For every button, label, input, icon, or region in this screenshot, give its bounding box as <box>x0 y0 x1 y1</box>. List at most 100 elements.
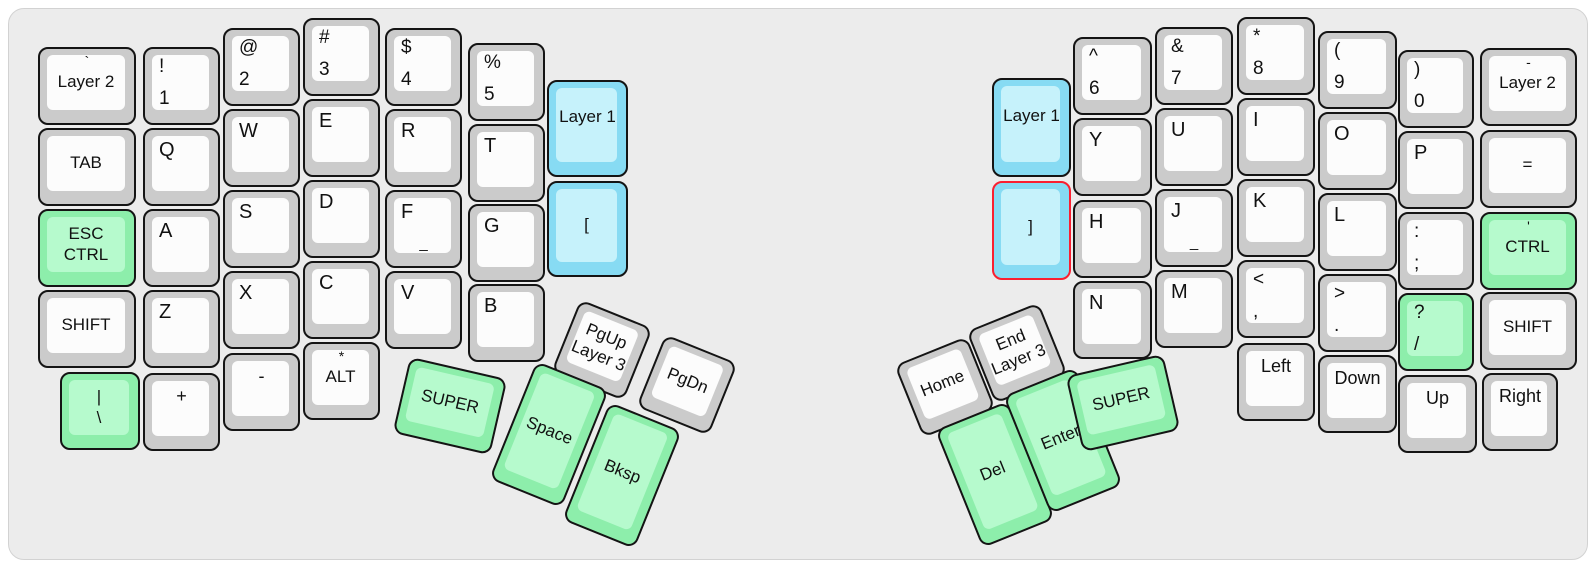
key-z[interactable]: Z <box>143 290 220 368</box>
key-period[interactable]: >. <box>1318 274 1397 352</box>
key-label-group: SHIFT <box>40 292 132 358</box>
key-label: Layer 1 <box>559 107 616 127</box>
key-7[interactable]: &7 <box>1155 27 1233 105</box>
key-e[interactable]: E <box>303 99 380 177</box>
key-i[interactable]: I <box>1237 98 1315 176</box>
key-rbracket[interactable]: ] <box>992 181 1071 280</box>
key-label: TAB <box>70 153 102 173</box>
key-arrow-down[interactable]: Down <box>1318 355 1397 433</box>
key-b[interactable]: B <box>468 284 545 362</box>
key-minus-layer2[interactable]: -Layer 2 <box>1480 48 1577 126</box>
key-j[interactable]: J_ <box>1155 189 1233 267</box>
key-label: $ <box>401 37 412 58</box>
key-tab[interactable]: TAB <box>38 128 136 206</box>
key-5[interactable]: %5 <box>468 43 545 121</box>
key-label: G <box>484 215 500 237</box>
key-1[interactable]: !1 <box>143 47 220 125</box>
key-u[interactable]: U <box>1155 108 1233 186</box>
key-label: : <box>1414 221 1420 242</box>
keycap-top <box>394 36 451 91</box>
key-label: , <box>1253 301 1259 323</box>
keycap-top <box>477 132 534 187</box>
key-label: Right <box>1498 386 1542 406</box>
key-layer1-right[interactable]: Layer 1 <box>992 78 1071 177</box>
keycap-top <box>1246 106 1304 161</box>
key-label: ^ <box>1089 46 1098 67</box>
key-f[interactable]: F_ <box>385 190 462 268</box>
key-4[interactable]: $4 <box>385 28 462 106</box>
key-8[interactable]: *8 <box>1237 17 1315 95</box>
key-c[interactable]: C <box>303 261 380 339</box>
key-lbracket[interactable]: [ <box>547 181 628 277</box>
key-g[interactable]: G <box>468 204 545 282</box>
keycap-top <box>1489 300 1566 355</box>
key-a[interactable]: A <box>143 209 220 287</box>
key-arrow-left[interactable]: Left <box>1237 343 1315 421</box>
key-comma[interactable]: <, <box>1237 260 1315 338</box>
key-label: - <box>258 366 265 386</box>
key-minus[interactable]: - <box>223 353 300 431</box>
key-shift-right[interactable]: SHIFT <box>1480 292 1577 370</box>
key-shift-left[interactable]: SHIFT <box>38 290 136 368</box>
key-equals[interactable]: = <box>1480 130 1577 208</box>
key-r[interactable]: R <box>385 109 462 187</box>
key-label-group: Layer 2 <box>40 49 132 115</box>
key-x[interactable]: X <box>223 271 300 349</box>
key-s[interactable]: S <box>223 190 300 268</box>
key-6[interactable]: ^6 <box>1073 37 1152 115</box>
key-label: ] <box>1028 216 1033 236</box>
key-label: SUPER <box>419 385 481 418</box>
key-n[interactable]: N <box>1073 281 1152 359</box>
key-q[interactable]: Q <box>143 128 220 206</box>
key-w[interactable]: W <box>223 109 300 187</box>
key-o[interactable]: O <box>1318 112 1397 190</box>
keycap-top <box>1407 220 1463 275</box>
key-0[interactable]: )0 <box>1398 50 1474 128</box>
keycap-top <box>394 117 451 172</box>
key-layer1-left[interactable]: Layer 1 <box>547 80 628 177</box>
key-label: N <box>1089 292 1104 314</box>
key-label: SHIFT <box>61 315 111 335</box>
key-9[interactable]: (9 <box>1318 31 1397 109</box>
key-label-group: ALT <box>305 344 376 410</box>
key-label: 6 <box>1089 78 1100 100</box>
key-t[interactable]: T <box>468 124 545 202</box>
key-label-group: = <box>1482 132 1573 198</box>
keycap-top <box>556 88 617 162</box>
key-l[interactable]: L <box>1318 193 1397 271</box>
keycap-top <box>1164 35 1222 90</box>
key-3[interactable]: #3 <box>303 18 380 96</box>
keycap-top <box>232 117 289 172</box>
key-label: J <box>1171 200 1181 222</box>
key-label: ` <box>84 53 90 69</box>
key-2[interactable]: @2 <box>223 28 300 106</box>
keycap-top <box>152 381 209 436</box>
key-semicolon[interactable]: :; <box>1398 212 1474 290</box>
keycap-top <box>152 298 209 353</box>
keycap-top <box>1489 138 1566 193</box>
key-quote-ctrl[interactable]: 'CTRL <box>1480 212 1577 290</box>
key-k[interactable]: K <box>1237 179 1315 257</box>
key-label: Layer 1 <box>1003 105 1060 125</box>
key-d[interactable]: D <box>303 180 380 258</box>
key-label: R <box>401 120 416 142</box>
key-star-alt[interactable]: *ALT <box>303 342 380 420</box>
key-y[interactable]: Y <box>1073 118 1152 196</box>
key-m[interactable]: M <box>1155 270 1233 348</box>
key-p[interactable]: P <box>1398 131 1474 209</box>
key-label-group: CTRL <box>1482 214 1573 280</box>
key-arrow-up[interactable]: Up <box>1398 375 1477 453</box>
key-label: K <box>1253 190 1267 212</box>
key-label: D <box>319 191 334 213</box>
key-label: Space <box>523 412 576 449</box>
key-slash[interactable]: ?/ <box>1398 293 1474 371</box>
keycap-top <box>232 279 289 334</box>
key-h[interactable]: H <box>1073 200 1152 278</box>
key-plus[interactable]: + <box>143 373 220 451</box>
key-arrow-right[interactable]: Right <box>1482 373 1558 451</box>
key-backtick-layer2[interactable]: `Layer 2 <box>38 47 136 125</box>
key-pipe-backslash[interactable]: |\ <box>60 372 140 450</box>
keycap-top <box>1001 86 1060 162</box>
key-v[interactable]: V <box>385 271 462 349</box>
